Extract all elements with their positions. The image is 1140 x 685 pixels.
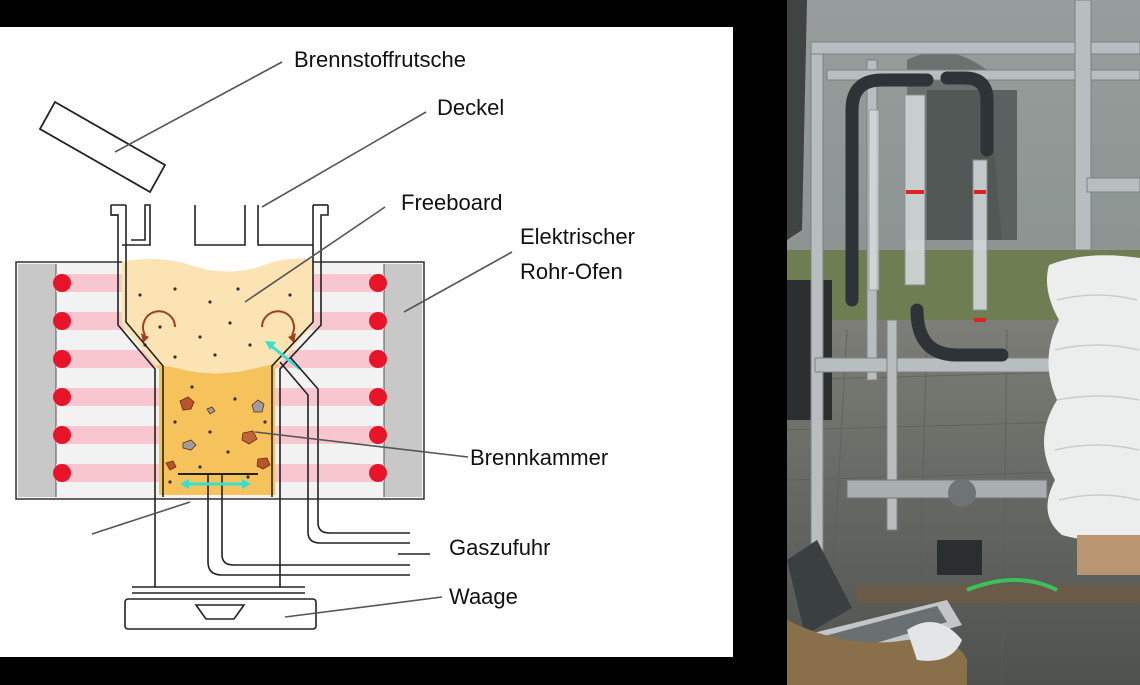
test-rig-photo bbox=[787, 0, 1140, 685]
label-scale: Waage bbox=[449, 584, 518, 609]
circulation-arrow-right-icon bbox=[261, 310, 295, 336]
label-combustion-chamber: Brennkammer bbox=[470, 445, 608, 470]
fine-particles bbox=[138, 287, 292, 484]
scale bbox=[124, 497, 317, 630]
label-furnace-line1: Elektrischer bbox=[520, 224, 635, 249]
test-rig-photo-illustration bbox=[787, 0, 1140, 685]
fuel-chute bbox=[38, 100, 167, 194]
fuel-particles bbox=[165, 396, 271, 471]
label-lid: Deckel bbox=[437, 95, 504, 120]
reactor-schematic: Brennstoffrutsche Deckel Freeboard Elekt… bbox=[15, 47, 635, 630]
leader-lines bbox=[91, 61, 513, 618]
label-gas-supply: Gaszufuhr bbox=[449, 535, 551, 560]
reactor-diagram-panel: Brennstoffrutsche Deckel Freeboard Elekt… bbox=[0, 27, 733, 657]
label-furnace-line2: Rohr-Ofen bbox=[520, 259, 623, 284]
gas-distributor bbox=[178, 341, 301, 497]
label-freeboard: Freeboard bbox=[401, 190, 503, 215]
circulation-arrow-left-icon bbox=[142, 310, 176, 336]
reactor-walls bbox=[110, 204, 329, 497]
label-fuel-chute: Brennstoffrutsche bbox=[294, 47, 466, 72]
heater-elements bbox=[53, 274, 387, 482]
gas-supply-pipes bbox=[207, 356, 430, 576]
